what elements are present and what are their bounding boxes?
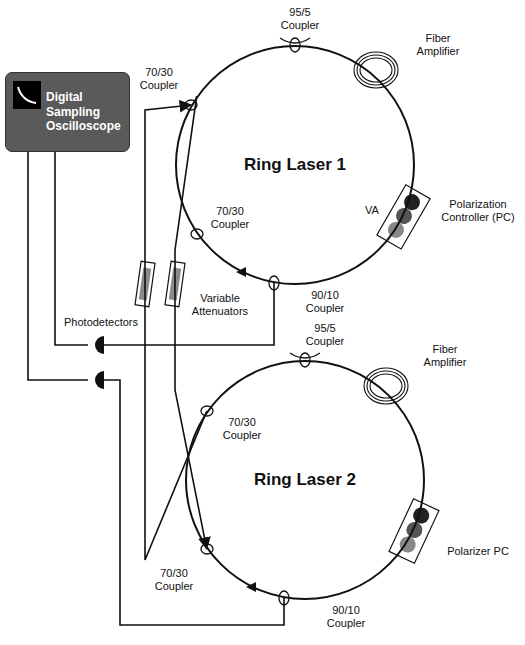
part-label: Fiber Amplifier — [412, 343, 478, 368]
part-label: 70/30 Coupler — [216, 416, 268, 441]
photodetector — [95, 371, 104, 389]
fiber-amplifier — [364, 368, 408, 404]
part-label: 70/30 Coupler — [205, 205, 255, 230]
part-label: 90/10 Coupler — [298, 289, 352, 314]
coupler-marks — [185, 38, 320, 605]
part-label: Polarizer PC — [446, 545, 510, 558]
part-label: Polarization Controller (PC) — [434, 198, 522, 223]
part-label: Photodetectors — [60, 316, 142, 329]
part-label: VA — [360, 204, 384, 217]
ring-laser: Ring Laser 1 — [175, 45, 415, 285]
ring-title: Ring Laser 2 — [254, 470, 356, 490]
photodetector — [95, 336, 104, 354]
box-label: Digital Sampling Oscilloscope — [46, 90, 123, 133]
coupling-fiber — [175, 96, 207, 549]
part-label: Variable Attenuators — [186, 292, 254, 317]
part-label: 70/30 Coupler — [133, 66, 185, 91]
ring-title: Ring Laser 1 — [244, 155, 346, 175]
ring-laser: Ring Laser 2 — [185, 360, 425, 600]
fiber — [104, 283, 274, 345]
part-label: 95/5 Coupler — [298, 322, 352, 347]
polarization-controller — [389, 499, 439, 563]
polarization-controller — [377, 185, 430, 249]
oscilloscope-box: Digital Sampling Oscilloscope — [5, 72, 130, 152]
part-label: 90/10 Coupler — [318, 604, 374, 629]
fiber-amplifier — [354, 52, 398, 88]
part-label: 70/30 Coupler — [148, 567, 200, 592]
part-label: Fiber Amplifier — [406, 32, 470, 57]
part-label: 95/5 Coupler — [270, 6, 330, 31]
scope-screen — [13, 81, 41, 109]
cable — [28, 152, 88, 380]
